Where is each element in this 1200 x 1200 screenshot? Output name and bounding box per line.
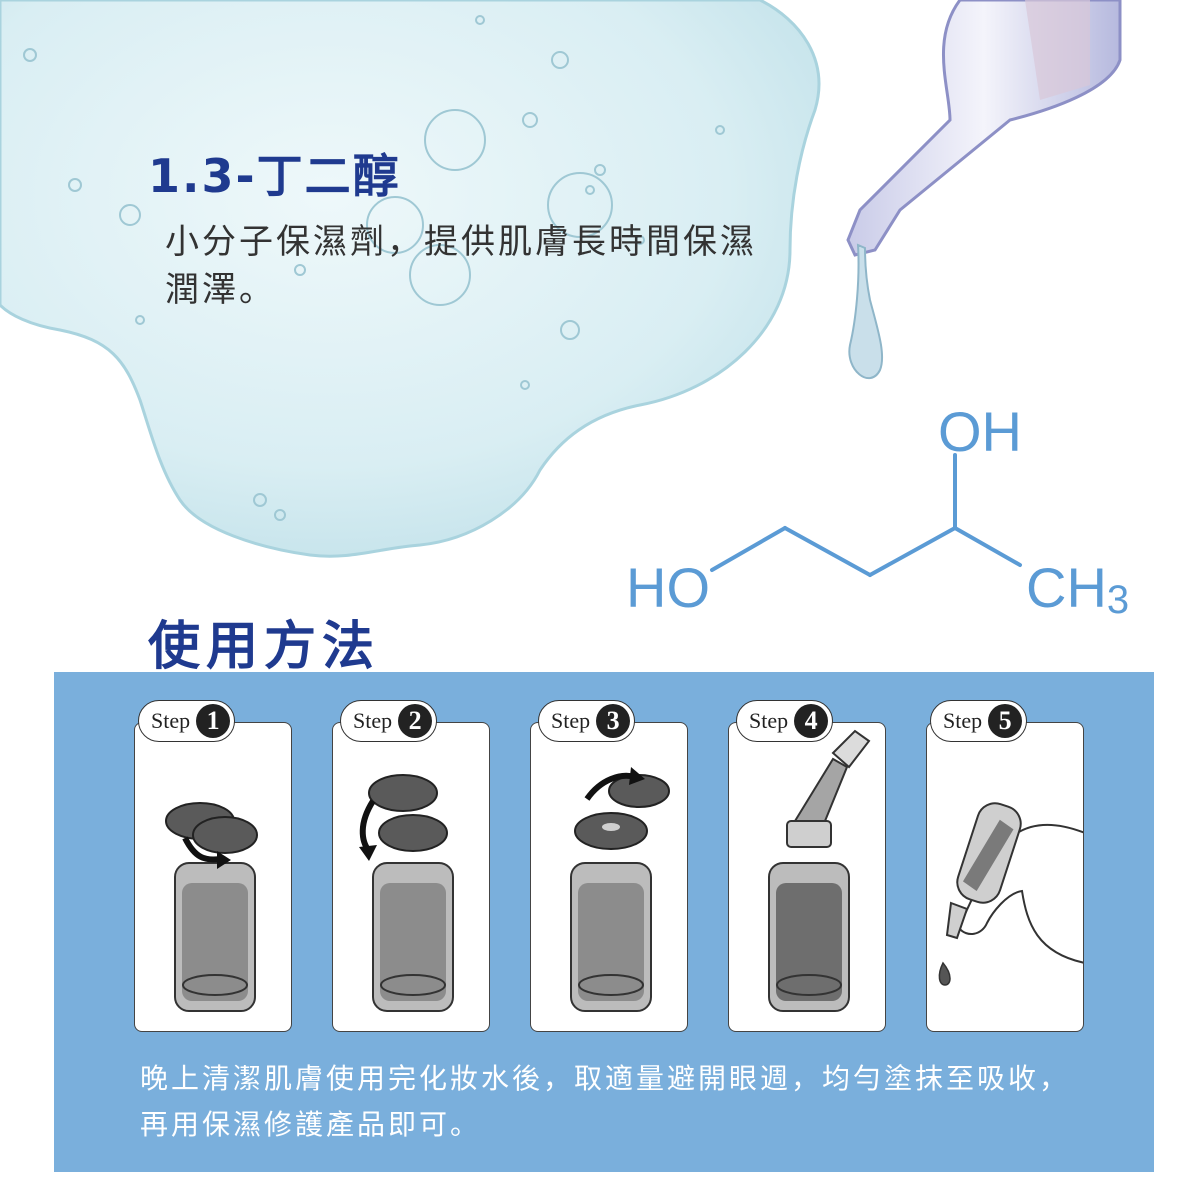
step-5-label: Step [943,708,983,733]
molecule-hydroxyl-left-label: HO [626,556,710,619]
step-4-badge: Step 4 [736,700,834,742]
step-4-card [728,722,886,1032]
step-2-label: Step [353,708,393,733]
vial-remove-cap-icon [359,774,454,1012]
step-2-badge: Step 2 [340,700,438,742]
dropper-illustration [846,0,1122,379]
step-1-card [134,722,292,1032]
step-5-number: 5 [988,704,1023,738]
methyl-text: CH [1026,556,1107,619]
molecule-structure-diagram [710,453,1022,577]
step-5-card [926,722,1084,1032]
usage-section-title: 使用方法 [148,617,381,677]
methyl-subscript: 3 [1106,578,1130,622]
step-3-label: Step [551,708,591,733]
step-4-label: Step [749,708,789,733]
usage-instructions: 晚上清潔肌膚使用完化妝水後，取適量避開眼週，均勻塗抹至吸收，再用保濕修護產品即可… [140,1062,1071,1141]
vial-attach-dropper-icon [768,729,871,1012]
molecule-hydroxyl-top-label: OH [938,400,1022,463]
molecule-methyl-label: CH3 [1026,560,1129,628]
step-3-badge: Step 3 [538,700,636,742]
step-2-card [332,722,490,1032]
step-1-badge: Step 1 [138,700,236,742]
ingredient-title: 1.3-丁二醇 [148,149,401,203]
step-3-card [530,722,688,1032]
step-4-number: 4 [794,704,829,738]
vial-open-cap-icon [165,802,258,1012]
ingredient-description: 小分子保濕劑，提供肌膚長時間保濕潤澤。 [165,222,757,310]
step-1-number: 1 [196,704,231,738]
gel-splash-illustration [0,0,821,558]
step-1-label: Step [151,708,191,733]
hand-squeeze-drop-icon [938,802,1083,986]
step-5-badge: Step 5 [930,700,1028,742]
step-3-number: 3 [596,704,631,738]
step-2-number: 2 [398,704,433,738]
vial-flip-cap-icon [570,767,670,1012]
